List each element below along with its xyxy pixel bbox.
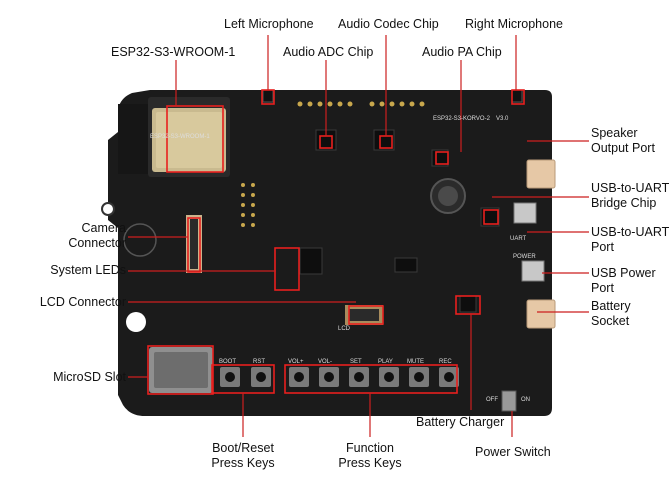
label-line: USB-to-UART (591, 181, 670, 195)
battery-socket (526, 299, 556, 329)
silkscreen-key: PLAY (378, 359, 393, 365)
charger-chip (459, 295, 477, 313)
label-lcd-connector: LCD Connector (39, 295, 126, 309)
silkscreen-key: VOL+ (288, 359, 304, 365)
label-line: Bridge Chip (591, 196, 657, 210)
pin-headers (297, 101, 425, 107)
silkscreen-lcd: LCD (338, 326, 351, 332)
usb-uart-chip (480, 207, 500, 227)
silkscreen-off: OFF (486, 397, 498, 403)
power-switch (501, 390, 517, 412)
label-line: Press Keys (211, 456, 275, 470)
label-line: Speaker (591, 126, 638, 140)
label-system-leds: System LEDs (50, 263, 126, 277)
label-audio-adc-chip: Audio ADC Chip (283, 45, 374, 59)
label-left-microphone: Left Microphone (224, 17, 314, 31)
label-line: Press Keys (338, 456, 402, 470)
label-line: Socket (591, 314, 630, 328)
silkscreen-uart: UART (510, 236, 527, 242)
espressif-logo (126, 312, 146, 332)
audio-codec-chip (373, 129, 395, 151)
silkscreen-power: POWER (513, 254, 536, 260)
label-microsd-slot: MicroSD Slot (53, 370, 126, 384)
speaker-port (526, 159, 556, 189)
silkscreen-on: ON (521, 397, 530, 403)
silkscreen-key: BOOT (219, 359, 237, 365)
label-audio-codec-chip: Audio Codec Chip (338, 17, 439, 31)
label-line: Output Port (591, 141, 655, 155)
mounting-hole (101, 202, 115, 216)
left-mic (262, 89, 274, 103)
label-speaker-output-port: Speaker Output Port (591, 126, 655, 156)
silkscreen-key: RST (253, 359, 265, 365)
label-right-microphone: Right Microphone (465, 17, 563, 31)
label-line: Connector (68, 236, 126, 250)
label-usb-uart-bridge-chip: USB-to-UART Bridge Chip (591, 181, 669, 211)
label-function-keys: Function Press Keys (320, 441, 420, 471)
label-line: Camera (81, 221, 126, 235)
silkscreen-version: V3.0 (496, 116, 509, 122)
silkscreen-board-name: ESP32-S3-KORVO-2 (433, 116, 490, 122)
leader-lines (128, 35, 589, 437)
label-camera-connector: Camera Connector (26, 221, 126, 251)
label-line: Boot/Reset (212, 441, 274, 455)
silkscreen-key: VOL- (318, 359, 333, 365)
label-line: Function (346, 441, 394, 455)
vertical-header (241, 183, 255, 227)
usb-power-port (521, 260, 545, 282)
ic-chip (394, 257, 418, 273)
label-esp32-module: ESP32-S3-WROOM-1 (111, 45, 236, 59)
label-boot-reset-keys: Boot/Reset Press Keys (193, 441, 293, 471)
label-battery-charger: Battery Charger (416, 415, 505, 429)
label-usb-uart-port: USB-to-UART Port (591, 225, 669, 255)
camera-cutout (123, 223, 157, 257)
label-power-switch: Power Switch (475, 445, 551, 459)
silkscreen-key: MUTE (407, 359, 424, 365)
right-mic (511, 89, 523, 103)
label-line: USB Power (591, 266, 656, 280)
label-usb-power-port: USB Power Port (591, 266, 656, 296)
label-line: Port (591, 281, 614, 295)
ic-chip (299, 247, 323, 275)
module-antenna (118, 104, 148, 174)
silkscreen-key: REC (439, 359, 452, 365)
key-buttons (220, 367, 459, 387)
usb-uart-port (513, 202, 537, 224)
label-line: Port (591, 240, 614, 254)
label-line: USB-to-UART (591, 225, 670, 239)
label-battery-socket: Battery Socket (591, 299, 631, 329)
silkscreen-module: ESP32-S3-WROOM-1 (150, 134, 210, 140)
silkscreen-key: SET (350, 359, 362, 365)
label-audio-pa-chip: Audio PA Chip (422, 45, 502, 59)
label-line: Battery (591, 299, 631, 313)
